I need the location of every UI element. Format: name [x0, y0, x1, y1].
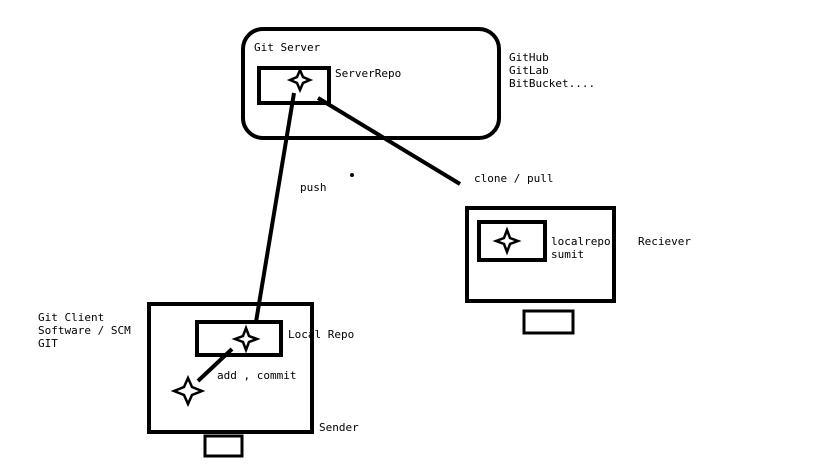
receiver-repo-box	[477, 220, 547, 262]
local-repo-box	[195, 320, 283, 357]
add-commit-line	[196, 347, 234, 383]
clone-pull-label: clone / pull	[474, 172, 554, 185]
receiver-repo-label: localrepo	[551, 235, 611, 248]
push-label: push	[300, 181, 327, 194]
host-bitbucket: BitBucket....	[509, 77, 596, 90]
client-desc-line-1: Git Client	[38, 311, 105, 324]
local-repo-label: Local Repo	[288, 328, 355, 341]
sparkle-icon	[492, 226, 522, 256]
receiver-monitor-stand	[522, 309, 575, 335]
sender-monitor-stand	[203, 434, 244, 458]
receiver-user-label: sumit	[551, 248, 585, 261]
receiver-role-label: Reciever	[638, 235, 691, 248]
sender-role-label: Sender	[319, 421, 359, 434]
server-repo-label: ServerRepo	[335, 67, 402, 80]
git-server-title: Git Server	[254, 41, 321, 54]
sparkle-icon	[286, 66, 314, 94]
host-gitlab: GitLab	[509, 64, 549, 77]
client-desc-line-2: Software / SCM	[38, 324, 131, 337]
sparkle-icon	[231, 324, 261, 354]
sparkle-icon	[170, 374, 206, 408]
add-commit-label: add , commit	[217, 369, 297, 382]
clone-pull-line	[316, 96, 462, 186]
sender-monitor	[147, 302, 314, 434]
client-desc-line-3: GIT	[38, 337, 58, 350]
host-github: GitHub	[509, 51, 549, 64]
receiver-monitor	[465, 206, 616, 303]
git-server-box	[241, 27, 501, 140]
stray-dot	[350, 173, 354, 177]
push-line	[254, 92, 296, 323]
